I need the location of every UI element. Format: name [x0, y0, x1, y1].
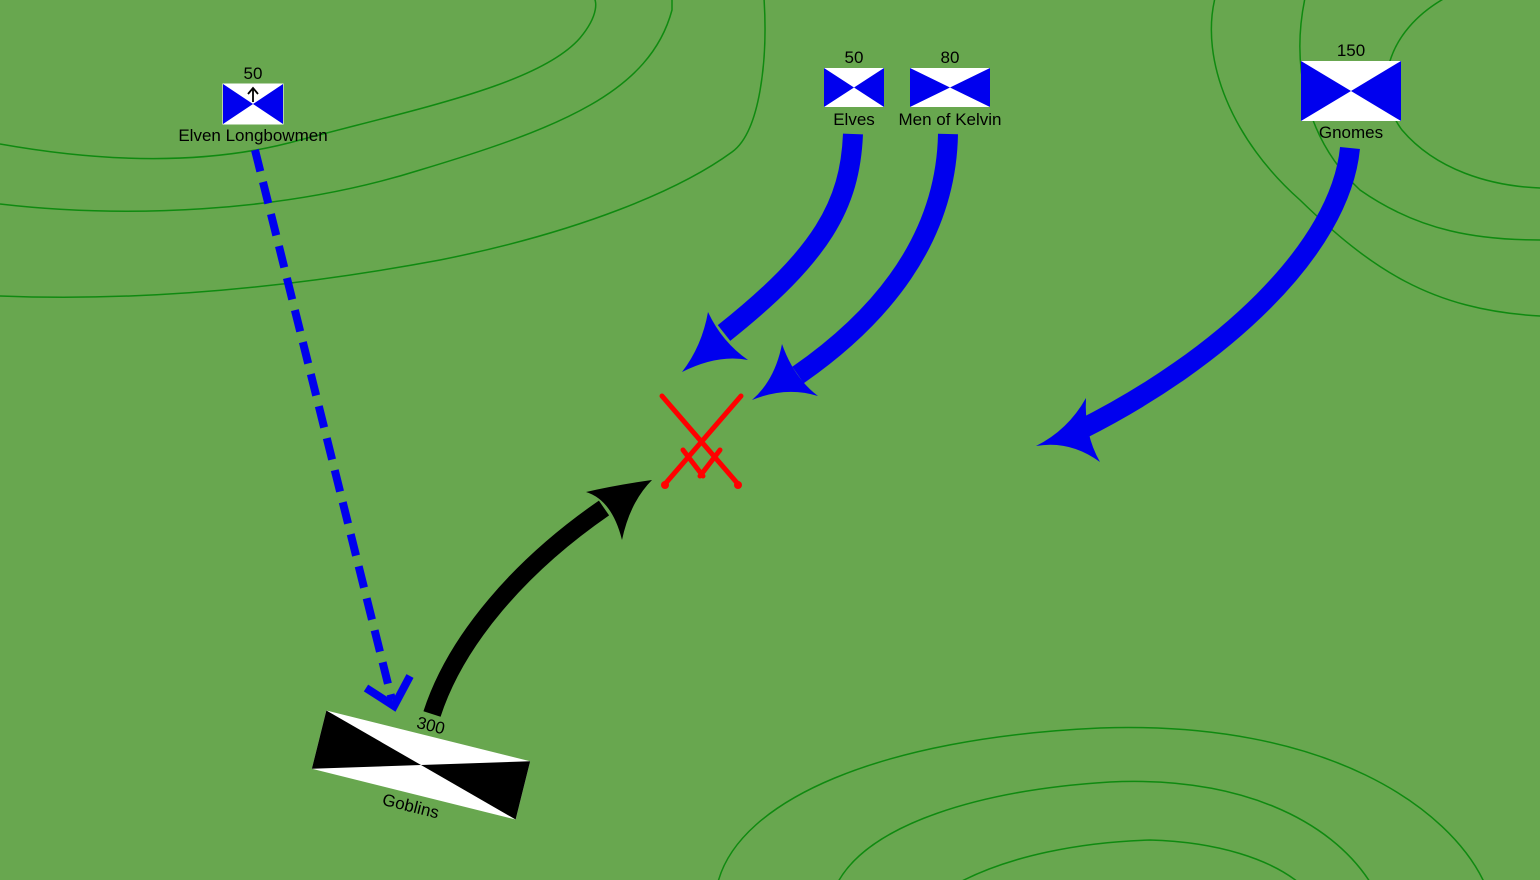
gnomes-arrowhead — [1036, 398, 1100, 462]
elves-advance-arrow — [717, 133, 863, 341]
elves-arrowhead — [682, 312, 748, 372]
unit-strength: 50 — [845, 48, 864, 67]
up-arrow-icon — [247, 86, 259, 102]
kelvin-arrowhead — [752, 344, 818, 400]
unit-elves[interactable]: 50 Elves — [824, 48, 884, 129]
contour-line — [838, 780, 1370, 880]
unit-gnomes[interactable]: 150 Gnomes — [1301, 41, 1401, 142]
contour-line — [0, 0, 766, 299]
kelvin-advance-arrow — [792, 133, 958, 384]
contour-line — [0, 0, 597, 160]
unit-goblins[interactable]: 300 Goblins — [307, 691, 535, 841]
goblins-arrowhead — [586, 480, 652, 540]
longbowmen-fire-line — [251, 149, 396, 701]
unit-name: Gnomes — [1319, 123, 1383, 142]
crossed-swords-icon — [659, 393, 744, 489]
unit-elven-longbowmen[interactable]: 50 Elven Longbowmen — [178, 64, 327, 145]
unit-men-of-kelvin[interactable]: 80 Men of Kelvin — [899, 48, 1002, 129]
contour-line — [1385, 0, 1540, 189]
unit-strength: 50 — [244, 64, 263, 83]
contour-line — [717, 726, 1484, 880]
contour-line — [1299, 0, 1540, 241]
gnomes-advance-arrow — [1075, 146, 1360, 439]
goblins-advance-arrow — [423, 500, 610, 717]
unit-strength: 80 — [941, 48, 960, 67]
longbowmen-fire-arrowhead — [363, 674, 414, 712]
unit-name: Men of Kelvin — [899, 110, 1002, 129]
allied-movement-arrows — [251, 133, 1360, 712]
contour-line — [0, 0, 673, 212]
contour-line — [1210, 0, 1540, 317]
unit-strength: 150 — [1337, 41, 1365, 60]
enemy-movement-arrows — [423, 480, 652, 717]
unit-name: Elves — [833, 110, 875, 129]
contour-line — [962, 839, 1297, 880]
unit-name: Elven Longbowmen — [178, 126, 327, 145]
